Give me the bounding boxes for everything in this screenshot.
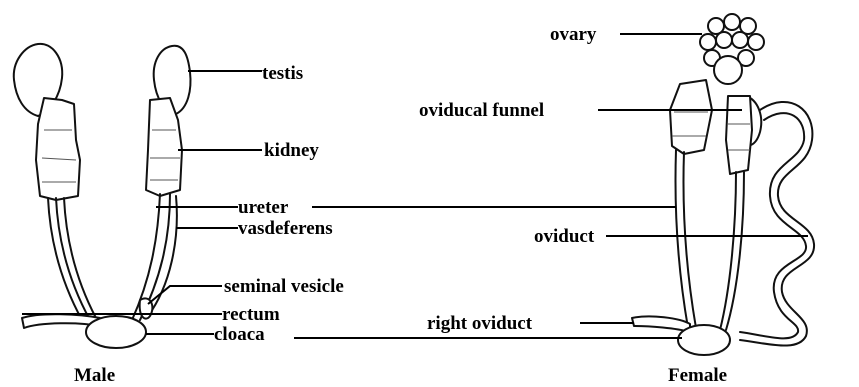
label-kidney: kidney [264,140,319,161]
female-cloaca [678,325,730,355]
label-oviduct: oviduct [534,226,595,247]
label-seminal-vesicle: seminal vesicle [224,276,344,297]
label-vasdeferens: vasdeferens [238,218,333,239]
female-left-kidney [670,80,712,154]
leader-seminal-vesicle [148,286,222,304]
label-oviducal-funnel: oviducal funnel [419,100,544,121]
caption-male: Male [74,365,115,386]
caption-female: Female [668,365,727,386]
female-diagram [632,14,814,355]
left-kidney [36,98,80,200]
label-cloaca: cloaca [214,324,265,345]
label-right-oviduct: right oviduct [427,313,533,334]
label-rectum: rectum [222,304,280,325]
label-testis: testis [262,63,303,84]
cloaca [86,316,146,348]
female-right-kidney [726,96,752,174]
ovary [700,14,764,84]
male-diagram [14,44,191,348]
label-ovary: ovary [550,24,597,45]
right-oviduct [632,316,690,332]
label-ureter: ureter [238,197,289,218]
